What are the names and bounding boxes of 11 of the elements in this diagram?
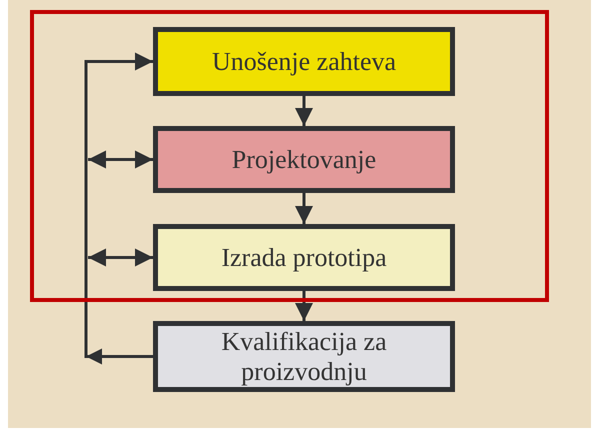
arrow [295,193,313,224]
arrow [84,52,153,364]
double-arrow [88,248,153,266]
process-box: Izrada prototipa [153,224,455,291]
double-arrow [88,150,153,168]
arrow [295,291,313,321]
group-frame [30,10,549,302]
process-box: Projektovanje [153,126,455,193]
process-box: Kvalifikacija za proizvodnju [153,321,455,392]
process-box: Unošenje zahteva [153,27,455,96]
arrow [295,96,313,126]
